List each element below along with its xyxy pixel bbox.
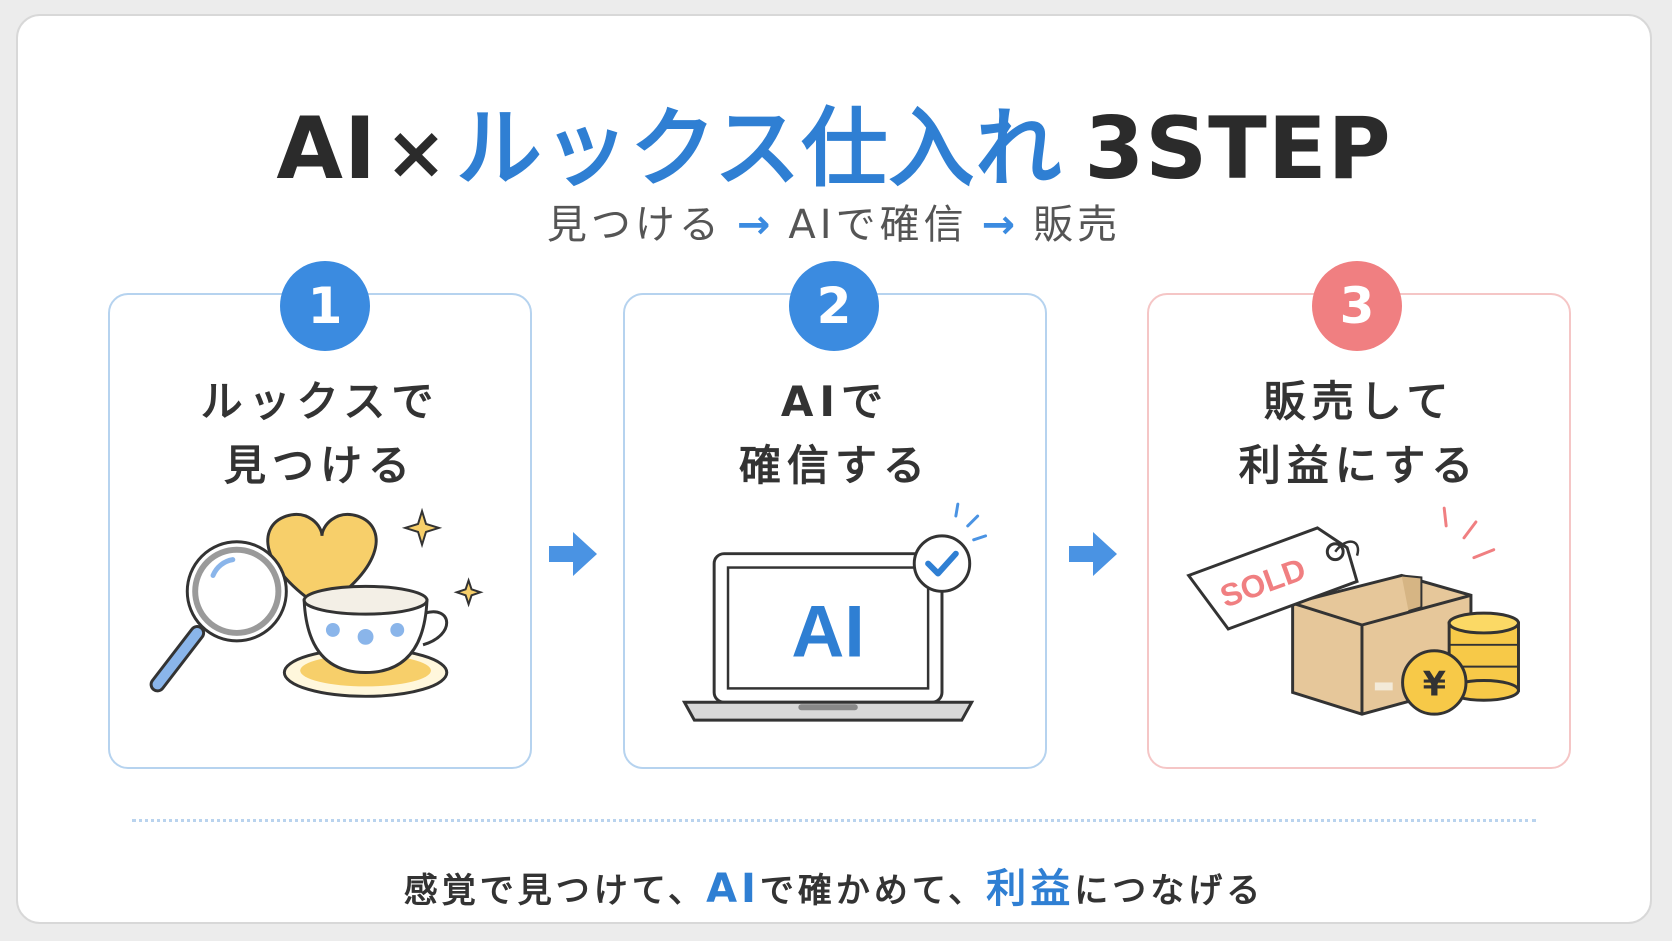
svg-text:¥: ¥ (1423, 664, 1447, 703)
step-2-title: AIで 確信する (625, 370, 1045, 498)
heart-icon (266, 513, 378, 610)
step-2-title-line2: 確信する (738, 441, 931, 490)
dotted-divider (132, 819, 1536, 822)
title-part-step: 3STEP (1084, 99, 1392, 199)
footer-part-1: 感覚で見つけて、 (403, 871, 707, 911)
sparkle-icon (401, 507, 443, 549)
subtitle-flow: 見つける → AIで確信 → 販売 (18, 192, 1650, 250)
sparkle-icon-small (453, 577, 484, 608)
step-3-title: 販売して 利益にする (1149, 370, 1569, 498)
step-3-title-line1: 販売して (1263, 377, 1455, 426)
subtitle-arrow-1: → (736, 202, 775, 248)
check-icon (912, 534, 972, 593)
subtitle-step-confirm: AIで確信 (788, 202, 968, 248)
title-times: × (384, 110, 448, 196)
footer-message: 感覚で見つけて、AIで確かめて、利益につなげる (18, 856, 1650, 914)
step-card-3: 販売して 利益にする SOLD ¥ (1147, 293, 1571, 769)
step-1-title: ルックスで 見つける (110, 370, 530, 498)
footer-highlight-ai: AI (706, 866, 760, 912)
laptop-screen-text: AI (791, 591, 864, 673)
step-1-title-line1: ルックスで (200, 377, 440, 426)
title-part-ai: AI (276, 99, 377, 199)
step-1-badge: 1 (280, 261, 370, 351)
footer-part-3: につなげる (1074, 871, 1265, 911)
footer-part-2: で確かめて、 (759, 871, 987, 911)
arrow-right-icon-2 (1069, 532, 1117, 576)
step-card-2: AIで 確信する AI (623, 293, 1047, 769)
arrow-right-icon (549, 532, 597, 576)
title-part-looks: ルックス仕入れ (455, 99, 1063, 199)
yen-coin-icon (1401, 649, 1468, 716)
subtitle-step-find: 見つける (546, 202, 723, 248)
step-2-badge: 2 (789, 261, 879, 351)
step-3-title-line2: 利益にする (1238, 441, 1480, 490)
subtitle-arrow-2: → (981, 202, 1020, 248)
step-card-1: ルックスで 見つける (108, 293, 532, 769)
step-2-title-line1: AIで (780, 377, 890, 426)
step-2-illustration: AI (681, 502, 988, 722)
step-3-illustration: SOLD ¥ (1186, 506, 1520, 716)
footer-highlight-profit: 利益 (986, 866, 1075, 912)
sold-tag-icon (1186, 526, 1359, 631)
step-1-illustration (149, 507, 484, 698)
subtitle-step-sell: 販売 (1033, 202, 1122, 248)
step-3-badge: 3 (1312, 261, 1402, 351)
step-1-title-line2: 見つける (223, 441, 416, 490)
